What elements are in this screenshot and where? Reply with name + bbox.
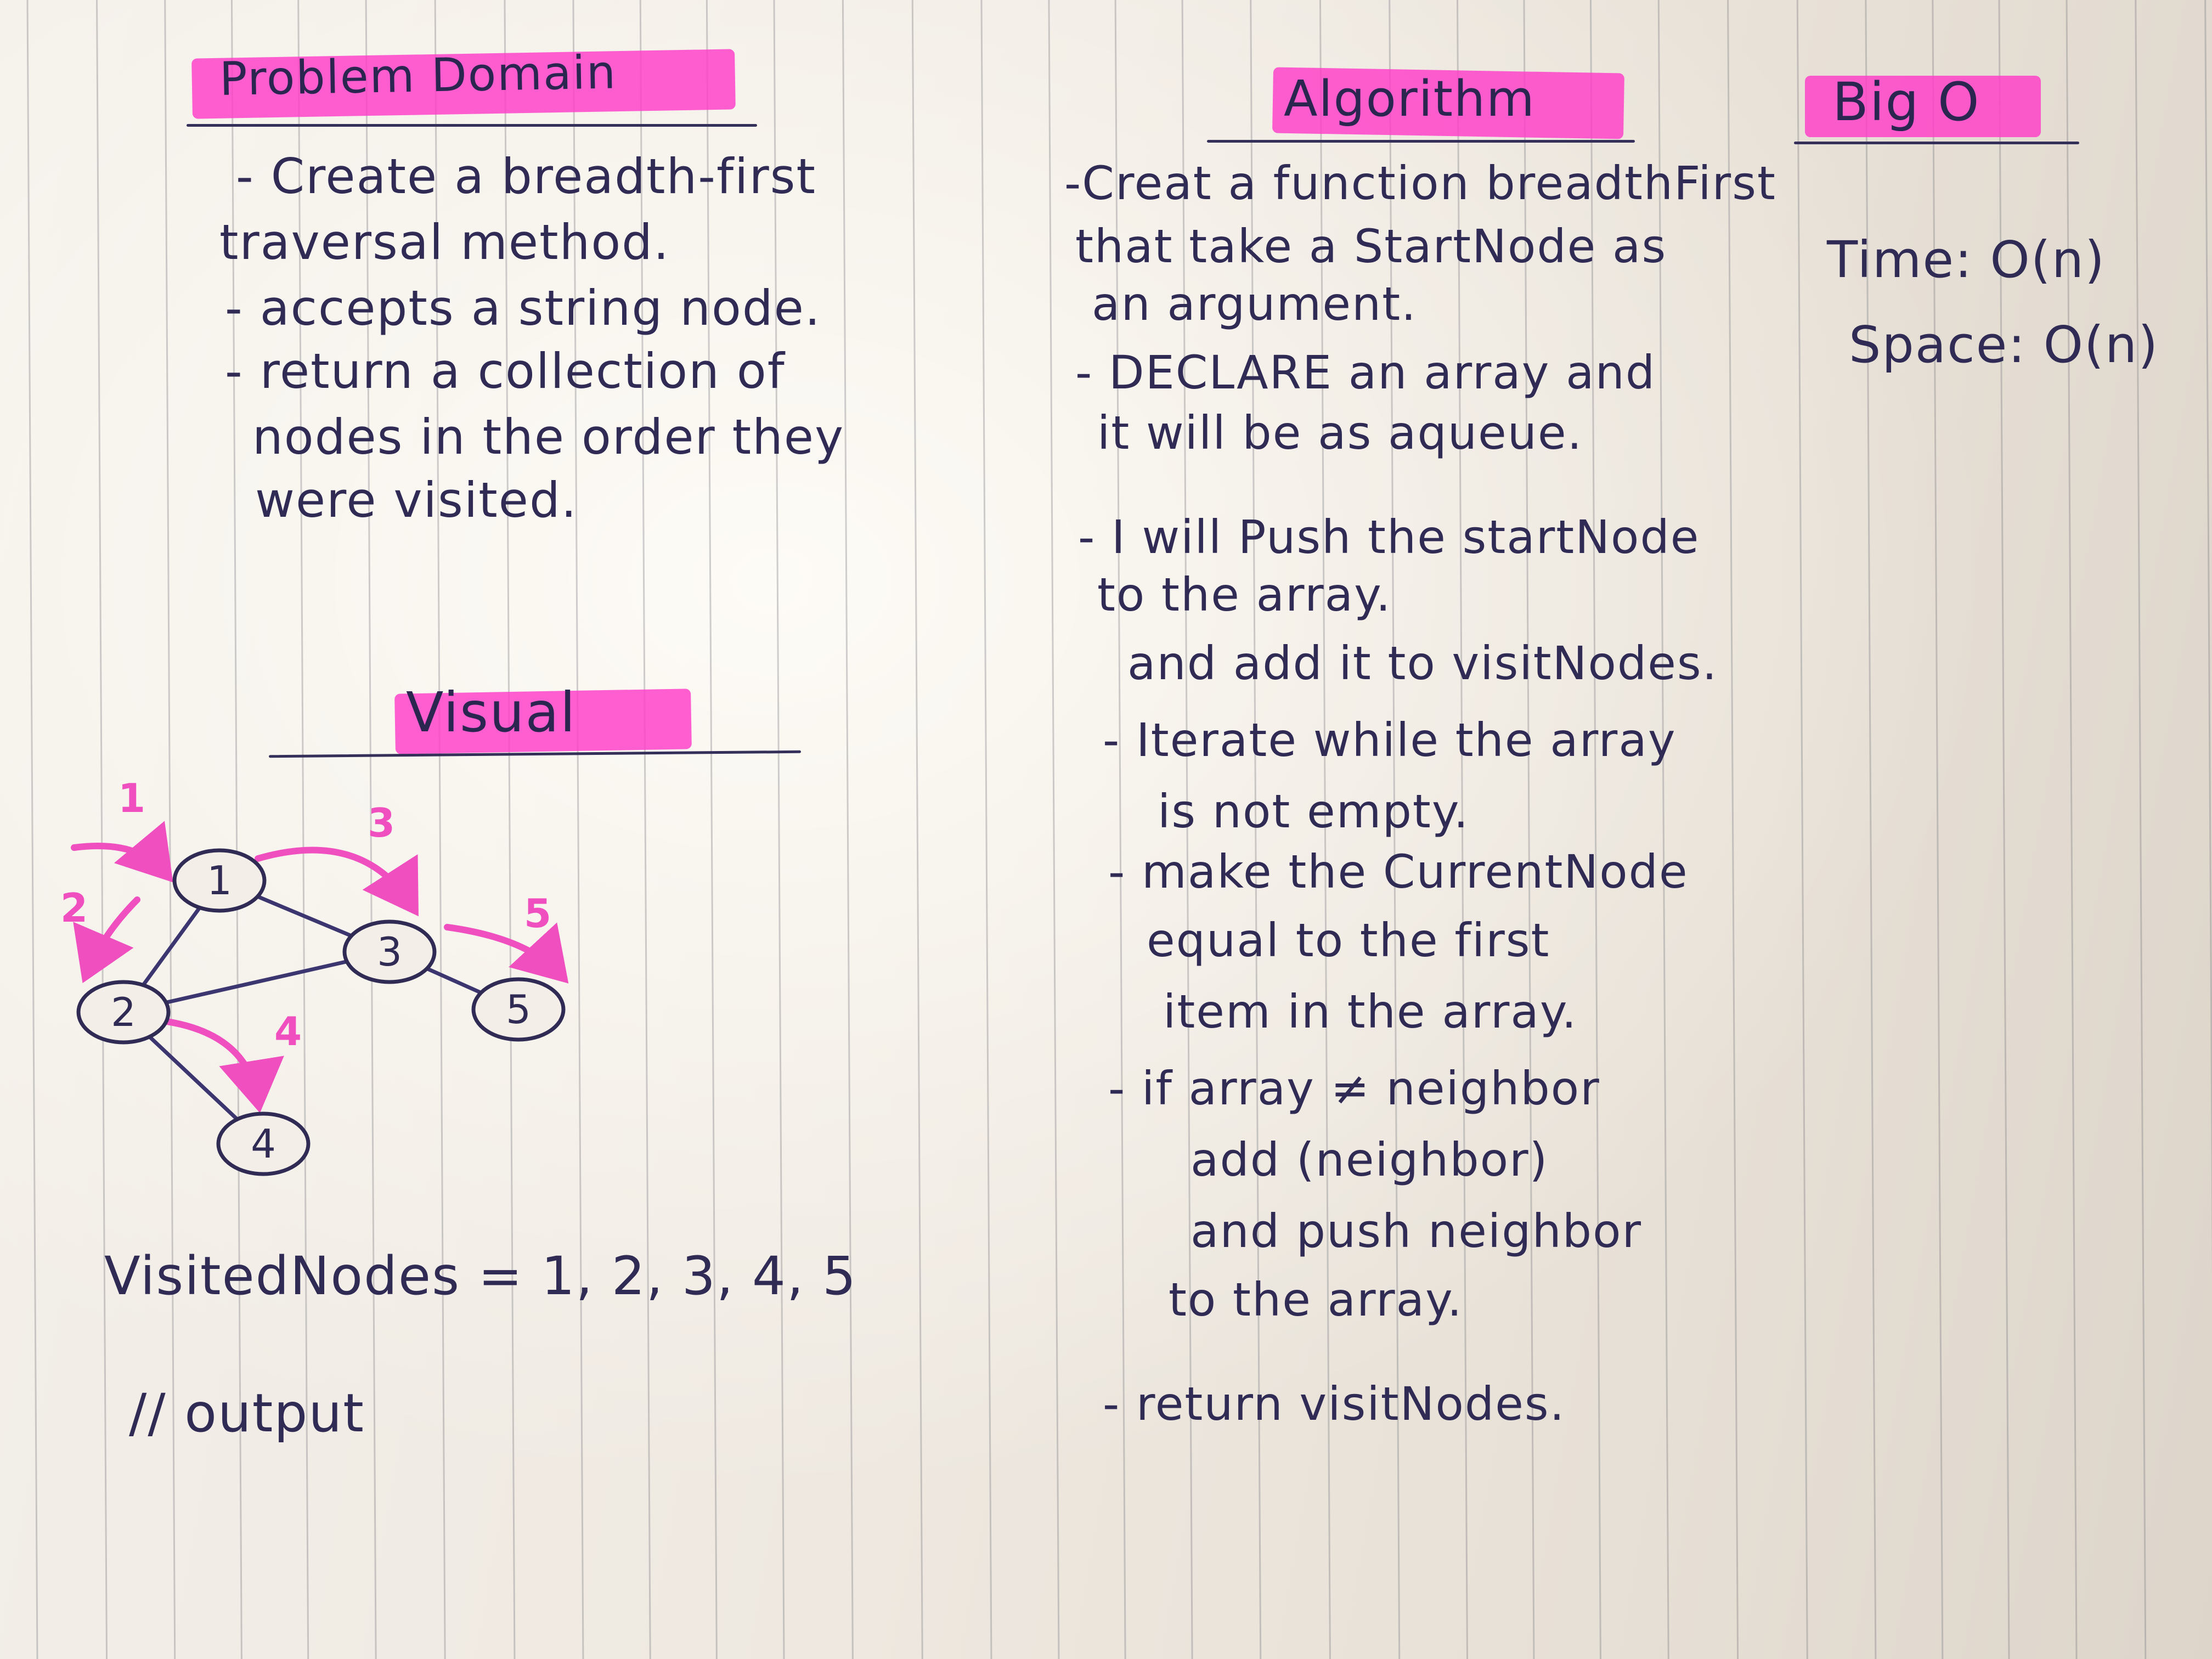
traversal-arrows: 1 2 3 4 5 — [60, 775, 569, 1113]
problem-domain-line: - accepts a string node. — [225, 280, 821, 336]
traversal-order-number: 4 — [274, 1008, 302, 1054]
graph-nodes: 1 2 3 4 5 — [76, 848, 566, 1176]
algorithm-line: -Creat a function breadthFirst — [1064, 156, 1776, 210]
traversal-arrow — [156, 1017, 284, 1113]
algorithm-line: - DECLARE an array and — [1075, 346, 1656, 399]
algorithm-line: - if array ≠ neighbor — [1108, 1062, 1600, 1115]
visual-heading: Visual — [406, 680, 577, 744]
problem-domain-line: traversal method. — [219, 214, 670, 270]
big-o-highlight — [1805, 76, 2041, 137]
graph-node-3 — [342, 919, 437, 984]
algorithm-line: item in the array. — [1163, 985, 1578, 1039]
graph-node-label: 1 — [207, 857, 232, 904]
traversal-arrow — [444, 922, 569, 984]
algorithm-line: - I will Push the startNode — [1078, 510, 1700, 564]
algorithm-line: an argument. — [1092, 277, 1417, 331]
big-o-space: Space: O(n) — [1849, 315, 2159, 374]
graph-edges — [122, 878, 520, 1146]
algorithm-heading: Algorithm — [1284, 70, 1536, 128]
algorithm-line: equal to the first — [1147, 913, 1550, 967]
graph-node-5 — [471, 977, 566, 1042]
traversal-arrow — [255, 847, 419, 917]
problem-domain-underline — [187, 124, 757, 127]
traversal-arrow — [73, 896, 140, 984]
algorithm-line: and push neighbor — [1190, 1204, 1643, 1258]
graph-node-label: 2 — [111, 989, 136, 1035]
traversal-arrow — [71, 821, 173, 883]
traversal-order-number: 3 — [368, 800, 395, 846]
algorithm-line: it will be as aqueue. — [1097, 406, 1583, 460]
algorithm-line: is not empty. — [1158, 785, 1470, 838]
big-o-heading: Big O — [1832, 71, 1980, 133]
problem-domain-line: - Create a breadth-first — [236, 148, 817, 205]
visited-nodes-line: VisitedNodes = 1, 2, 3, 4, 5 — [104, 1245, 857, 1307]
algorithm-line: - Iterate while the array — [1103, 713, 1677, 767]
graph-node-1 — [172, 848, 267, 913]
traversal-order-number: 2 — [60, 885, 88, 931]
problem-domain-line: nodes in the order they — [252, 409, 845, 465]
traversal-order-number: 5 — [524, 890, 551, 936]
algorithm-line: - return visitNodes. — [1103, 1377, 1566, 1431]
graph-node-2 — [76, 980, 171, 1045]
problem-domain-line: were visited. — [255, 472, 578, 528]
big-o-time: Time: O(n) — [1827, 230, 2106, 289]
algorithm-line: - make the CurrentNode — [1108, 845, 1689, 899]
algorithm-line: that take a StartNode as — [1075, 219, 1667, 273]
algorithm-line: to the array. — [1169, 1273, 1463, 1327]
algorithm-line: to the array. — [1097, 568, 1392, 622]
problem-domain-line: - return a collection of — [225, 343, 786, 399]
graph-node-4 — [216, 1111, 311, 1176]
traversal-order-number: 1 — [118, 775, 145, 821]
graph-node-label: 4 — [251, 1121, 276, 1167]
algorithm-line: and add it to visitNodes. — [1127, 636, 1718, 690]
algorithm-underline — [1207, 140, 1635, 143]
graph-node-label: 3 — [377, 929, 402, 975]
big-o-underline — [1794, 142, 2079, 144]
algorithm-line: add (neighbor) — [1190, 1133, 1549, 1187]
graph-node-label: 5 — [506, 986, 531, 1032]
output-comment: // output — [129, 1383, 365, 1444]
